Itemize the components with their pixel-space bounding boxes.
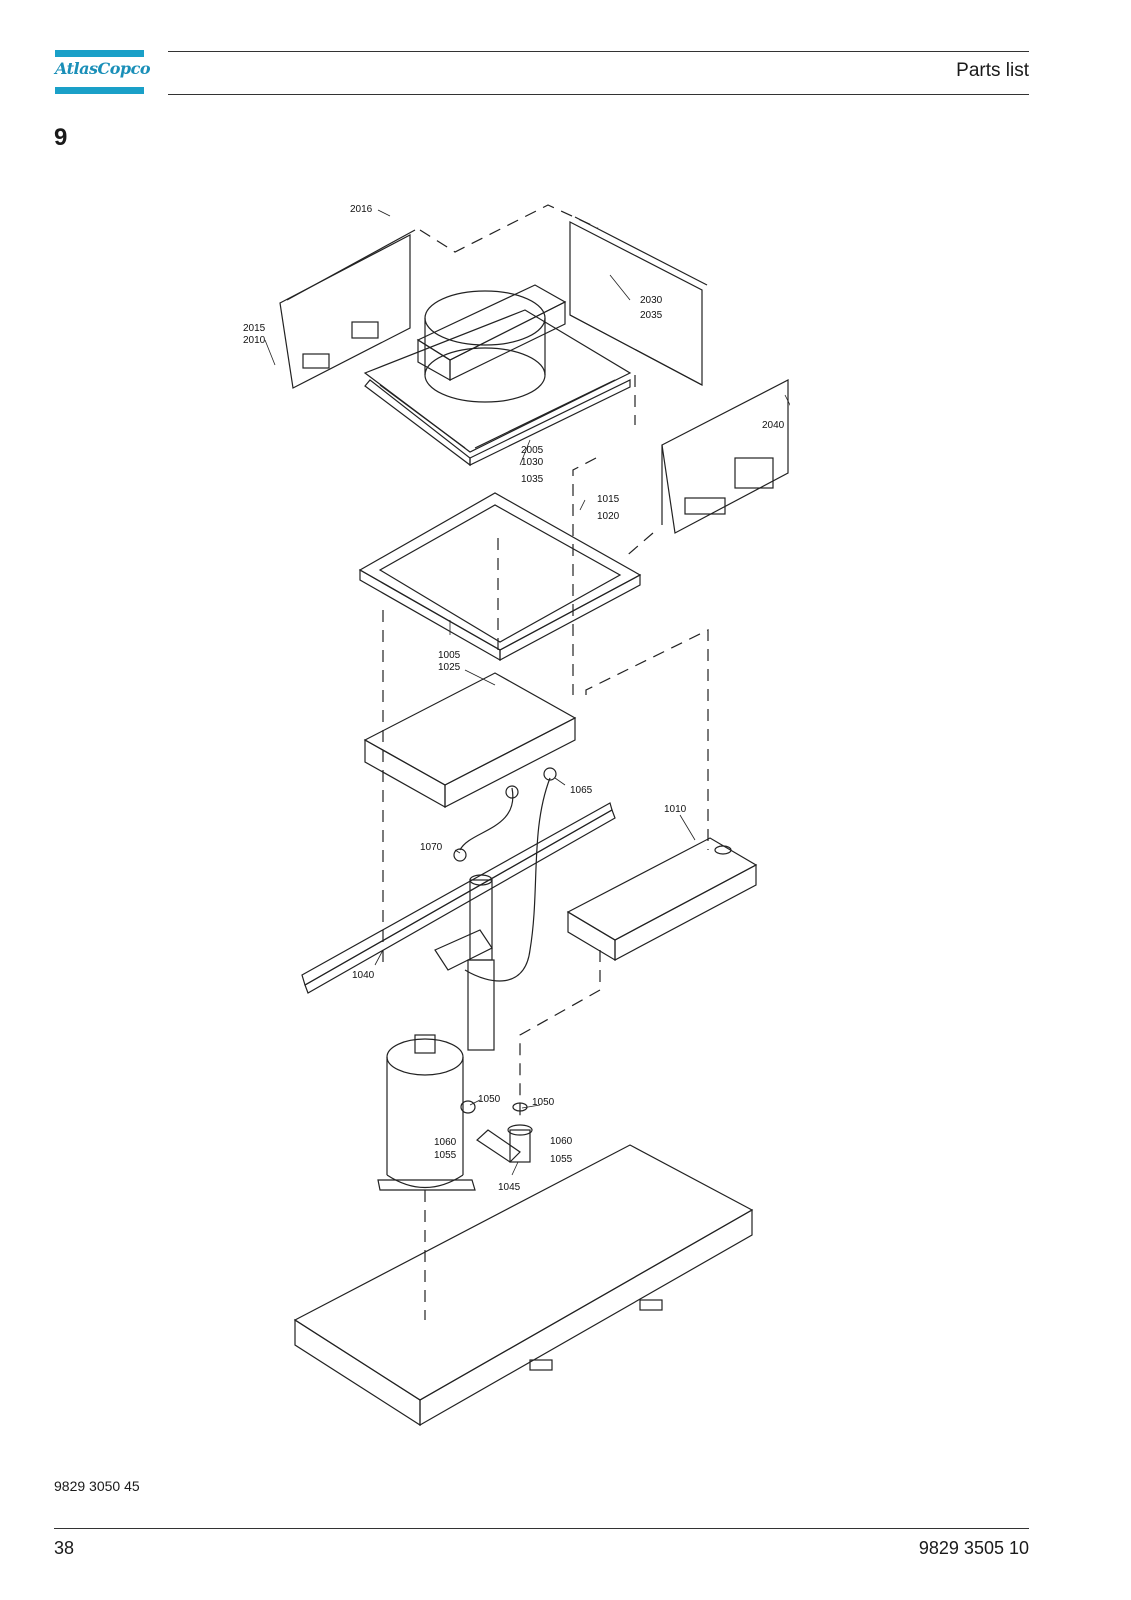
callout-1015: 1015 [597, 494, 620, 505]
fan-assembly [363, 284, 632, 467]
exploded-parts-drawing: 2016 2015 2010 2030 2035 2020 2040 2025 … [243, 204, 790, 1427]
section-number: 9 [54, 124, 68, 151]
document-reference: 9829 3050 45 [54, 1478, 140, 1494]
callout-2035: 2035 [640, 310, 663, 321]
base-plate [293, 1144, 754, 1427]
callout-1045: 1045 [498, 1182, 521, 1193]
callout-1050-right: 1050 [532, 1097, 555, 1108]
base-frame [358, 492, 642, 662]
callout-1025: 1025 [438, 662, 461, 673]
logo-bar-bottom [55, 87, 144, 94]
callout-1030: 1030 [521, 457, 544, 468]
callout-1060-left: 1060 [434, 1137, 457, 1148]
callout-1020: 1020 [597, 511, 620, 522]
footer-rule [54, 1528, 1029, 1529]
elbow-pipe [460, 1100, 533, 1163]
callout-2040: 2040 [762, 420, 785, 431]
cooler-block [363, 672, 577, 809]
page-number: 38 [54, 1538, 75, 1558]
callout-1055-right: 1055 [550, 1154, 573, 1165]
right-side-panel [661, 379, 789, 534]
compressor [377, 1034, 476, 1191]
callout-1070: 1070 [420, 842, 443, 853]
callout-1035: 1035 [521, 474, 544, 485]
left-side-panel [279, 229, 416, 389]
callout-2010: 2010 [243, 335, 266, 346]
callout-1055-left: 1055 [434, 1150, 457, 1161]
callout-1050-left: 1050 [478, 1094, 501, 1105]
callout-1060-right: 1060 [550, 1136, 573, 1147]
assembly-guide-lines [382, 204, 709, 1320]
callout-1040: 1040 [352, 970, 375, 981]
hoses [453, 767, 557, 982]
callout-2015: 2015 [243, 323, 266, 334]
callout-labels: 2016 2015 2010 2030 2035 2020 2040 2025 … [243, 204, 785, 1193]
document-number: 9829 3505 10 [918, 1538, 1029, 1558]
callout-2030: 2030 [640, 295, 663, 306]
filter-unit [434, 874, 495, 1051]
atlas-copco-logo: AtlasCopco [55, 50, 150, 94]
header-rule-top [168, 51, 1029, 52]
logo-bar-top [55, 50, 144, 57]
rear-panel [569, 216, 708, 386]
callout-1065: 1065 [570, 785, 593, 796]
mounting-rail [301, 802, 616, 994]
callout-leaders [264, 209, 790, 1176]
control-box [566, 837, 758, 962]
callout-2016: 2016 [350, 204, 373, 215]
callout-1005: 1005 [438, 650, 461, 661]
header-rule-bottom [168, 94, 1029, 95]
callout-2005: 2005 [521, 445, 544, 456]
callout-1010: 1010 [664, 804, 687, 815]
header-title: Parts list [956, 60, 1029, 81]
logo-wordmark: AtlasCopco [55, 59, 150, 78]
